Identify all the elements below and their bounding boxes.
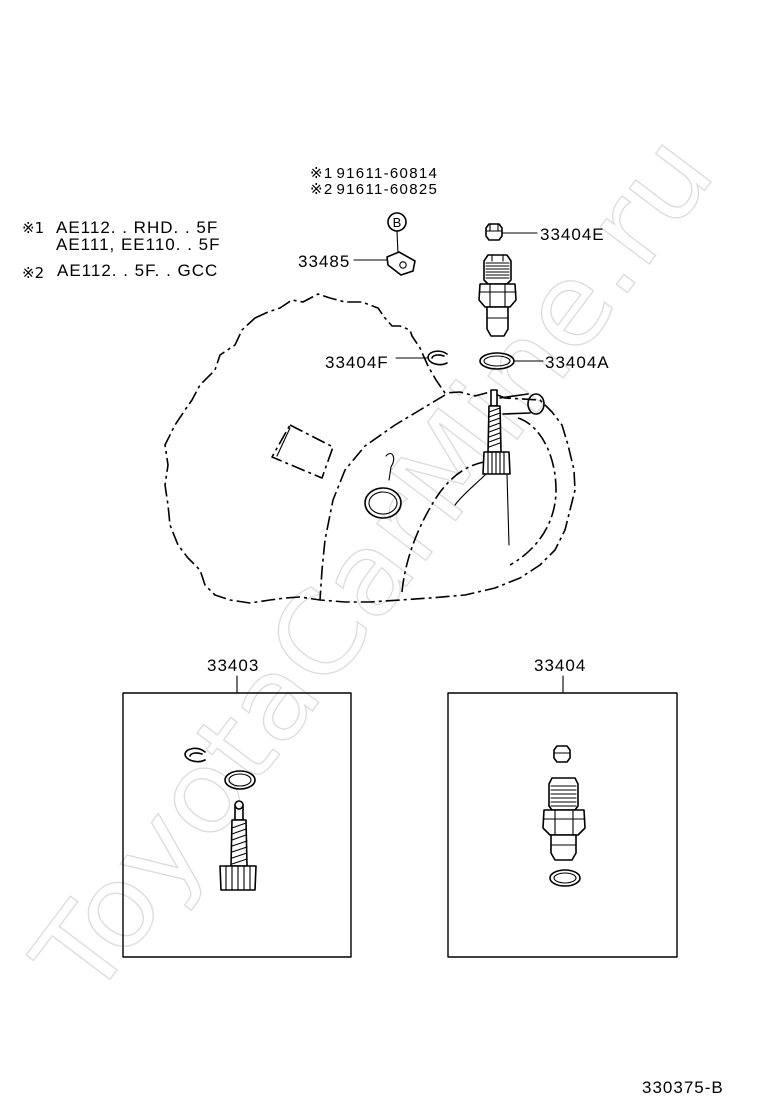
bolt-part-number: 91611-60814 (337, 165, 439, 182)
retainer-clip-icon (184, 747, 206, 763)
driven-gear-in-case (482, 389, 511, 475)
housing-hole-inner (368, 491, 398, 515)
assembly-box-left (122, 692, 352, 958)
cap-part (485, 223, 503, 241)
sensor-thread (550, 785, 577, 807)
o-ring-icon (549, 869, 581, 887)
assembly-label-right: 33404 (534, 656, 586, 675)
assembly-box-right (447, 692, 678, 958)
case-sleeve (499, 393, 531, 415)
legend-line: AE112. . 5F. . GCC (57, 261, 218, 280)
gear-tooth-lines (487, 451, 505, 475)
callout-o-ring: 33404A (545, 353, 610, 372)
legend: ※1 AE112. . RHD. . 5F AE111, EE110. . 5F… (22, 218, 220, 282)
gear-shaft-thread (231, 822, 248, 865)
housing-hole (364, 487, 402, 519)
gear-shaft-thread (488, 407, 501, 448)
o-ring-inner (483, 355, 511, 367)
case-outline (164, 293, 576, 604)
gear-tooth-lines (225, 865, 251, 891)
cap-detail (485, 223, 503, 232)
clip-plate-body (386, 251, 416, 276)
legend-mark-1: ※1 (22, 219, 44, 237)
o-ring-icon-inner (553, 872, 577, 884)
sensor-lower-body (486, 306, 509, 337)
assembly-label-left: 33403 (207, 656, 259, 675)
o-ring-icon (224, 770, 256, 790)
sensor-hex (542, 809, 586, 836)
assembly-right-contents (542, 745, 586, 887)
transmission-case (164, 293, 576, 604)
housing-hook (385, 452, 395, 481)
clip-plate-part (386, 251, 416, 276)
legend-line: AE112. . RHD. . 5F (56, 218, 218, 237)
housing-window-edge (276, 427, 291, 457)
assembly-left-contents (184, 747, 257, 891)
o-ring-outer (479, 352, 515, 370)
callout-clip-plate: 33485 (298, 252, 350, 271)
bolt-part-number: 91611-60825 (337, 181, 439, 198)
bolt-note-mark: ※2 (310, 181, 334, 198)
case-inner-curve (401, 461, 485, 593)
sensor-hex (478, 283, 517, 308)
callout-retainer-clip: 33404F (325, 353, 389, 372)
bolt-symbol-letter: B (393, 215, 402, 230)
legend-line: AE111, EE110. . 5F (56, 235, 220, 254)
case-sleeve-end (527, 393, 545, 415)
sensor-lower-body (550, 834, 577, 861)
housing-window (271, 424, 334, 479)
cap-icon (553, 745, 571, 763)
gear-pin (490, 389, 498, 407)
clip-plate-hole (399, 261, 407, 269)
diagram-code: 330375-B (642, 1078, 724, 1097)
gear-shaft (230, 819, 248, 867)
case-inner-curve (509, 417, 557, 566)
sensor-thread (485, 254, 510, 279)
bolt-note-mark: ※1 (310, 165, 334, 182)
sensor-hex-facets (542, 809, 586, 836)
gear-pin-head (234, 800, 244, 810)
case-joint-line (319, 394, 446, 601)
cap-body (485, 223, 503, 241)
bolt-leader-line (396, 230, 399, 255)
shaft-guide-line (454, 473, 510, 546)
sensor-hex-facets (478, 283, 517, 308)
legend-mark-2: ※2 (22, 264, 44, 282)
speed-sensor-part (478, 254, 517, 337)
callout-cap: 33404E (540, 225, 605, 244)
o-ring-part (479, 352, 515, 370)
o-ring-icon-inner (228, 773, 252, 787)
retainer-clip-part (427, 350, 448, 366)
